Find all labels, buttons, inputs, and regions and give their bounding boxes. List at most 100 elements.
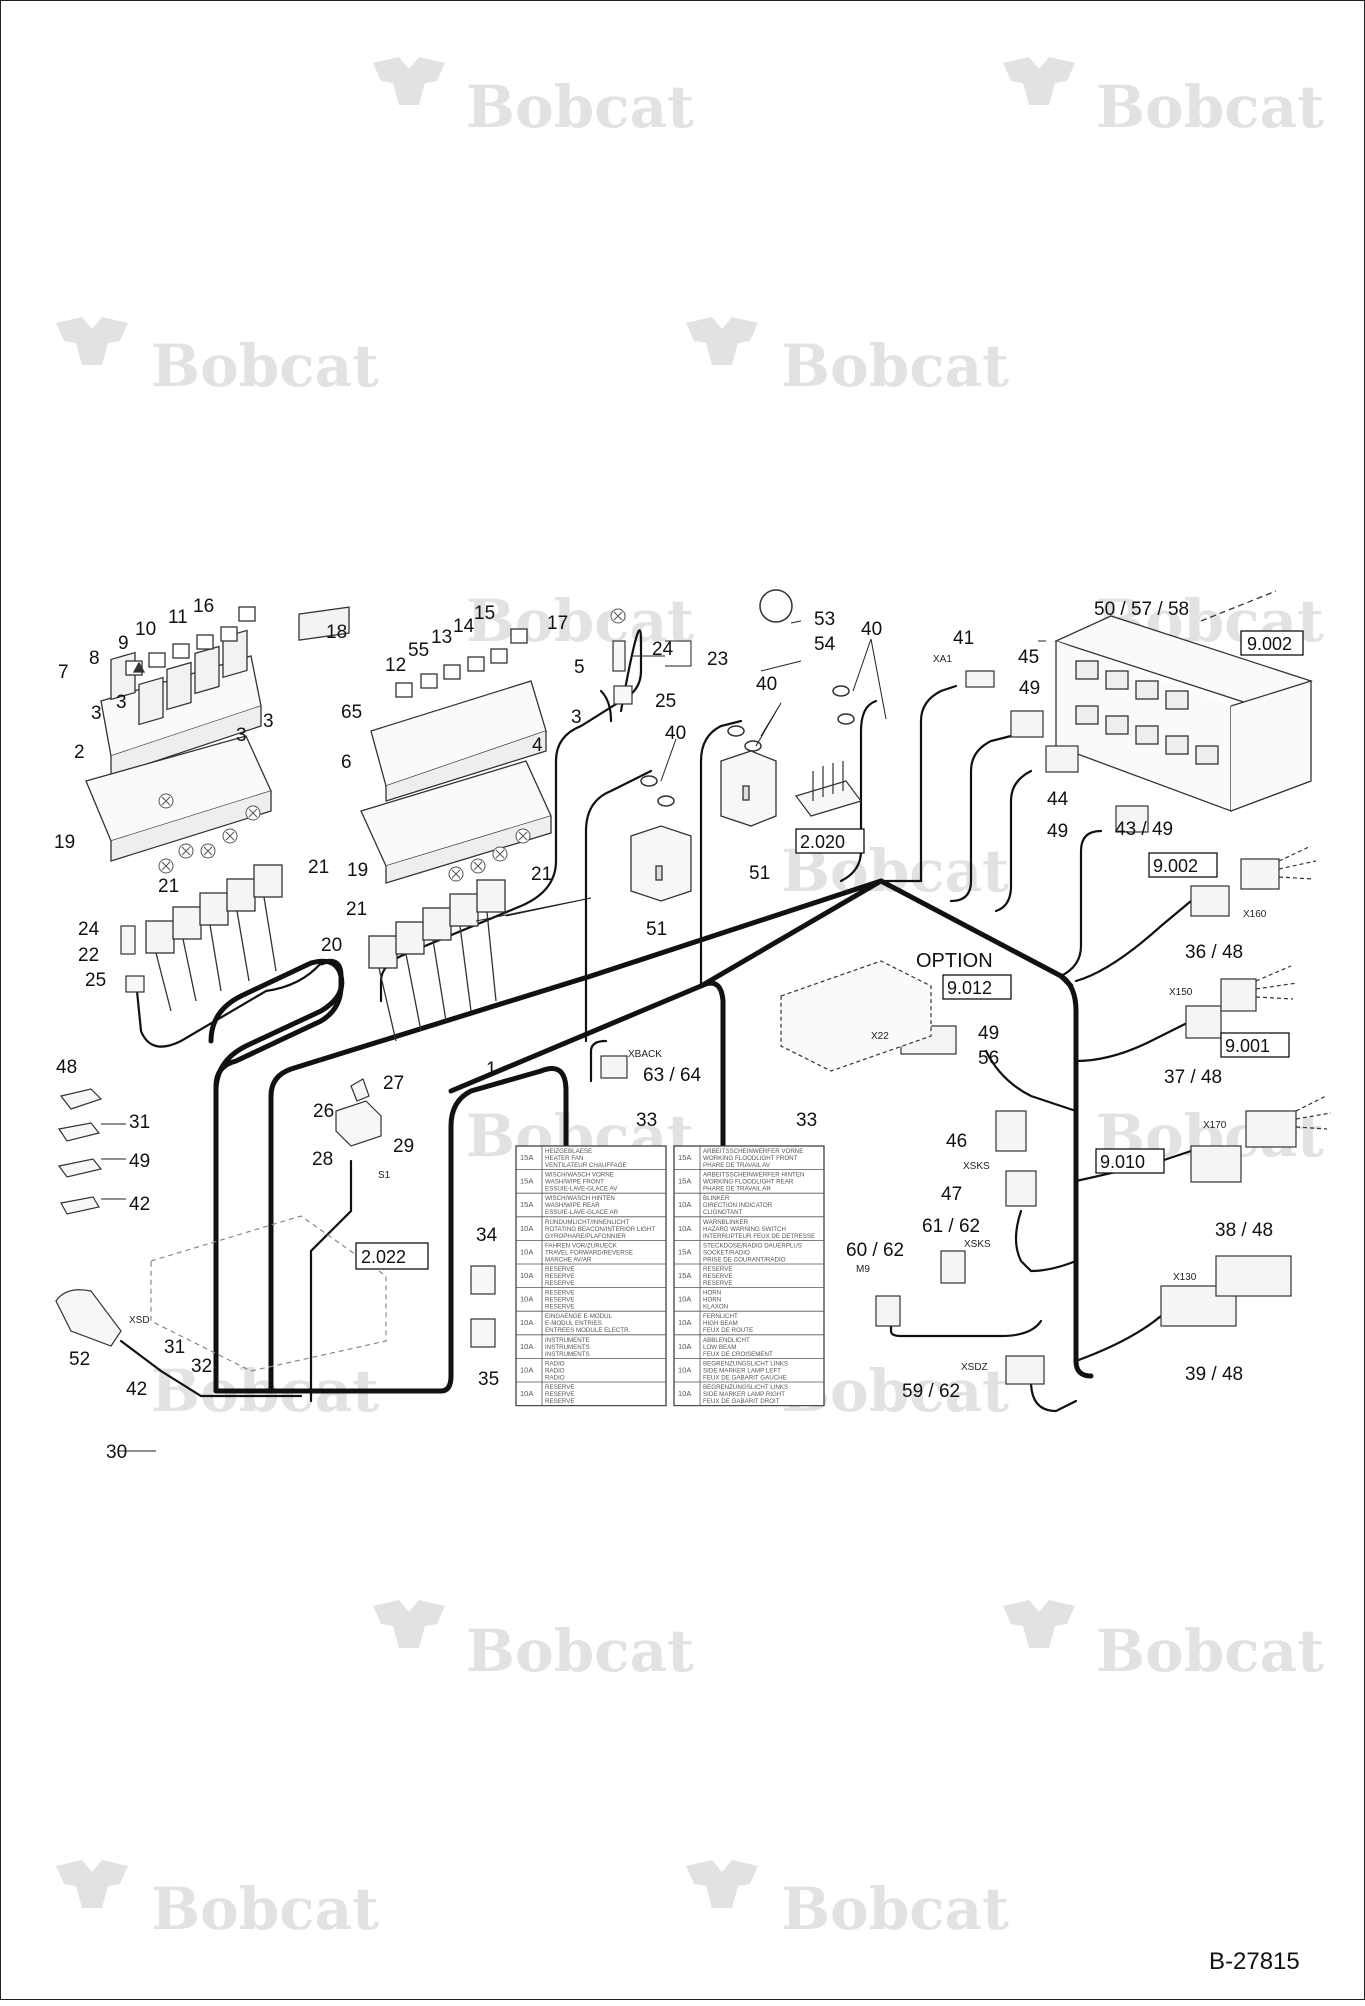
fuse-description: WASH/WIPE REAR [545,1202,600,1209]
fuse-description: PHARE DE TRAVAIL AR [703,1186,771,1193]
left-misc-parts [55,640,633,1372]
watermark-text: Bobcat [151,1875,379,1943]
callout-51: 51 [646,919,667,940]
reference-box [942,974,1012,1000]
wire-to-socket-52 [119,1339,303,1398]
module-socket [1165,690,1189,710]
wire-to-3748 [1074,1019,1193,1063]
callout-24: 24 [652,639,674,660]
fuse-amperage: 10A [520,1295,533,1304]
blank-plate-18 [298,606,350,641]
fuse-description: INSTRUMENTE [545,1337,590,1344]
connector-tag: XSDZ [961,1362,988,1373]
fuse-description: STECKDOSE/RADIO DAUERPLUS [703,1242,802,1249]
key-27 [350,1078,370,1102]
reference-box [1240,630,1304,656]
callout-48: 48 [56,1057,77,1078]
connector-x160 [1190,885,1230,917]
reference-box [1148,852,1218,878]
connector-x160-mate [1240,858,1280,890]
watermark-text: Bobcat [151,332,379,400]
reference-box-text: 2.022 [361,1247,406,1267]
callout-3: 3 [91,703,102,724]
callout-37-48: 37 / 48 [1164,1067,1222,1088]
connector-block [145,920,175,954]
callout-35: 35 [478,1369,499,1390]
rocker-switch [166,661,192,711]
switch-symbol-squares-middle [395,628,528,698]
fuse-description: INSTRUMENTS [545,1344,590,1351]
callout-52: 52 [69,1349,90,1370]
bobcat-logo-icon [1003,57,1075,105]
fuse-description: RESERVE [545,1391,574,1398]
right-connectors [600,670,1332,1385]
callout-21: 21 [346,899,367,920]
watermark: Bobcat [56,317,379,400]
fuse-description: HORN [703,1290,721,1297]
fuse-amperage: 15A [678,1153,691,1162]
fuse-description: DIRECTION INDICATOR [703,1202,773,1209]
connector-43-49 [1115,805,1149,833]
callout-32: 32 [191,1356,212,1377]
connector-tag: X160 [1243,909,1267,920]
callout-14: 14 [453,616,475,637]
fuse-description: RESERVE [545,1280,574,1287]
fuse-amperage: 10A [678,1389,691,1398]
relays [630,750,777,902]
watermark-layer: Bobcat Bobcat Bobcat Bobcat Bobcat Bobca… [56,57,1324,1943]
fuse-amperage: 15A [520,1200,533,1209]
callout-25: 25 [85,970,106,991]
connector-tag: S1 [378,1170,391,1181]
connector-45-49 [1010,710,1044,738]
callout-43-49: 43 / 49 [1115,819,1173,840]
switch-symbol-icon [238,606,256,622]
watermark-text: Bobcat [466,587,694,655]
module-socket [1165,735,1189,755]
leader-40-mid [755,702,782,747]
x170-spray-lines [1295,1095,1332,1130]
connector-tags: XA1 X160 X150 X22 XBACK S1 XSKS XSKS M9 … [129,654,1267,1373]
callout-61-62: 61 / 62 [922,1216,980,1237]
fuse-description: E-MODUL ENTRIES [545,1320,602,1327]
fuse-description: RADIO [545,1367,565,1374]
callout-33: 33 [796,1110,817,1131]
wire-to-key-switch [599,689,613,723]
blank-cover-icon [515,828,531,844]
connector-tag: XSKS [964,1239,991,1250]
fuse-sheet-frame [673,1145,825,1407]
leader-23 [633,640,692,667]
terminal-strip-base [795,780,862,817]
terminal-31 [57,1122,101,1142]
fuse-description: RESERVE [545,1398,574,1405]
watermark: Bobcat [1003,57,1324,141]
connector-block [172,906,202,940]
leader-lines [101,620,1046,1452]
switch-symbol-icon [196,634,214,650]
blank-cover-icon [158,858,174,874]
watermark: Bobcat [686,317,1009,400]
callout-63-64: 63 / 64 [643,1065,702,1086]
harness-to-fusebox-left [538,1066,569,1149]
connector-x170-mate [1245,1110,1297,1148]
callout-21: 21 [158,876,179,897]
callout-1: 1 [486,1059,497,1080]
module-dashed-lead [1200,590,1277,622]
blank-cover-icon [448,866,464,882]
connector-block-row-left [145,864,283,954]
fuse-description: MARCHE AV/AR [545,1256,592,1263]
connector-block [199,892,229,926]
switch-symbol-icon [420,673,438,689]
harness-to-fusebox-right [698,980,726,1149]
fuse-amperage: 15A [678,1247,691,1256]
ring-terminal-icon [837,713,855,725]
fuse-description: ESSUIE-LAVE-GLACE AR [545,1209,619,1216]
terminal-pins [812,761,844,801]
callout-26: 26 [313,1101,334,1122]
leader-40-top [852,638,887,720]
watermark-text: Bobcat [781,332,1009,400]
